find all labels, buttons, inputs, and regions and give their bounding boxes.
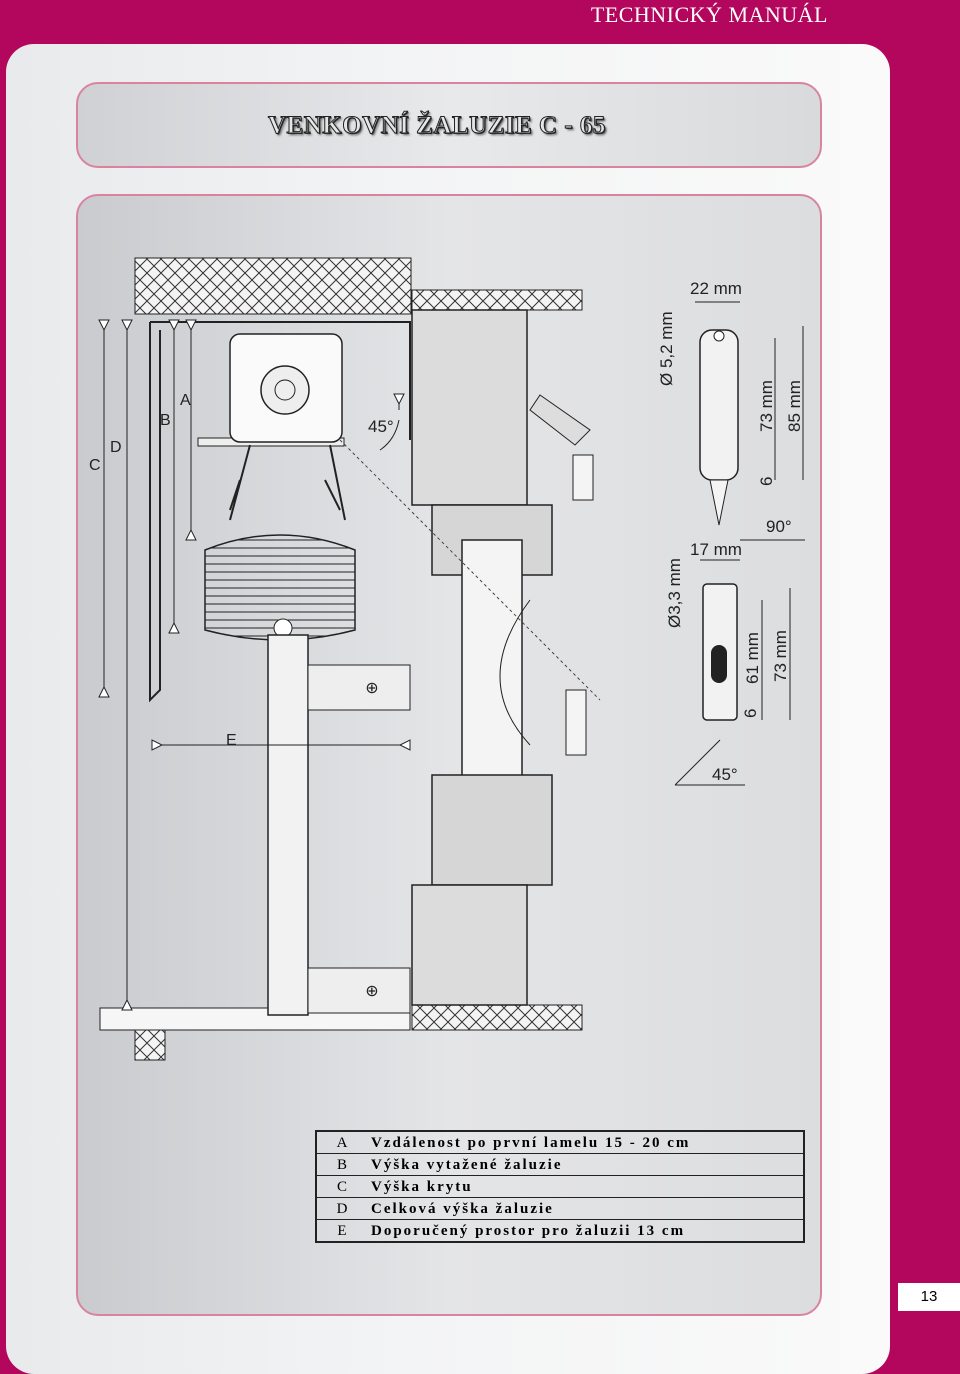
rail-bracket-top bbox=[307, 664, 411, 711]
clip2-h2: 73 mm bbox=[771, 630, 790, 682]
shaft-circle bbox=[260, 365, 310, 415]
construction-line bbox=[339, 439, 601, 701]
dimension-arrows bbox=[98, 319, 411, 1011]
clip1-tip bbox=[709, 479, 729, 526]
label-d: D bbox=[110, 439, 122, 456]
swing-arc bbox=[499, 599, 531, 746]
clip2-diameter: Ø3,3 mm bbox=[665, 558, 684, 628]
clip1-hole bbox=[713, 330, 725, 342]
legend-row: E Doporučený prostor pro žaluzii 13 cm bbox=[315, 1219, 805, 1243]
frame-bottom-hatch bbox=[411, 1004, 583, 1031]
cords bbox=[229, 444, 346, 521]
label-e: E bbox=[226, 732, 237, 749]
rail-bracket-bottom bbox=[307, 967, 411, 1014]
clip1-h1: 73 mm bbox=[757, 380, 776, 432]
clip1-width: 22 mm bbox=[690, 279, 742, 298]
angle-45-left: 45° bbox=[368, 417, 394, 436]
legend-row: A Vzdálenost po první lamelu 15 - 20 cm bbox=[315, 1130, 805, 1154]
clip1-h2: 85 mm bbox=[785, 380, 804, 432]
page-number: 13 bbox=[898, 1283, 960, 1311]
sill-hatch bbox=[134, 1029, 166, 1061]
label-b: B bbox=[160, 412, 171, 429]
clip1-angle: 90° bbox=[766, 517, 792, 536]
window-frame-bottom bbox=[431, 774, 553, 886]
legend-key: B bbox=[315, 1153, 367, 1176]
clip2-dims bbox=[674, 559, 791, 786]
shaft-inner bbox=[274, 379, 296, 401]
legend-row: C Výška krytu bbox=[315, 1175, 805, 1198]
title-box: VENKOVNÍ ŽALUZIE C - 65 bbox=[76, 82, 822, 168]
legend-text: Vzdálenost po první lamelu 15 - 20 cm bbox=[367, 1130, 805, 1154]
clip2-small: 6 bbox=[741, 709, 760, 718]
lintel-hatch bbox=[134, 257, 412, 315]
legend-row: D Celková výška žaluzie bbox=[315, 1197, 805, 1220]
legend-table: A Vzdálenost po první lamelu 15 - 20 cm … bbox=[315, 1130, 805, 1243]
legend-text: Celková výška žaluzie bbox=[367, 1197, 805, 1220]
window-sash-bottom bbox=[411, 884, 528, 1006]
clip1-dims bbox=[695, 301, 805, 541]
clip1-body bbox=[699, 329, 739, 481]
clip-top-pin bbox=[572, 454, 594, 501]
clip1-small: 6 bbox=[757, 477, 776, 486]
clip-top-bracket bbox=[529, 394, 591, 446]
window-sash-top bbox=[411, 309, 528, 506]
clip-bottom-pin bbox=[565, 689, 587, 756]
frame-top-hatch bbox=[411, 289, 583, 311]
label-a: A bbox=[180, 392, 191, 409]
clip2-slot bbox=[711, 645, 727, 683]
slat-stack bbox=[204, 534, 356, 641]
legend-text: Výška vytažené žaluzie bbox=[367, 1153, 805, 1176]
manual-title: TECHNICKÝ MANUÁL bbox=[590, 2, 828, 27]
clip1-diameter: Ø 5,2 mm bbox=[657, 311, 676, 386]
screw-icon-top: ⊕ bbox=[365, 678, 378, 697]
legend-key: D bbox=[315, 1197, 367, 1220]
cover-profile bbox=[149, 321, 411, 703]
glazing bbox=[461, 539, 523, 811]
legend-text: Doporučený prostor pro žaluzii 13 cm bbox=[367, 1219, 805, 1243]
screw-icon-bottom: ⊕ bbox=[365, 981, 378, 1000]
clip2-width: 17 mm bbox=[690, 540, 742, 559]
label-c: C bbox=[89, 457, 101, 474]
clip2-angle: 45° bbox=[712, 765, 738, 784]
clip2-h1: 61 mm bbox=[743, 632, 762, 684]
legend-key: C bbox=[315, 1175, 367, 1198]
legend-key: A bbox=[315, 1130, 367, 1154]
legend-row: B Výška vytažené žaluzie bbox=[315, 1153, 805, 1176]
page-title: VENKOVNÍ ŽALUZIE C - 65 bbox=[268, 112, 606, 140]
legend-text: Výška krytu bbox=[367, 1175, 805, 1198]
dimension-lines bbox=[103, 330, 408, 1005]
legend-key: E bbox=[315, 1219, 367, 1243]
guide-rail bbox=[267, 634, 309, 1016]
